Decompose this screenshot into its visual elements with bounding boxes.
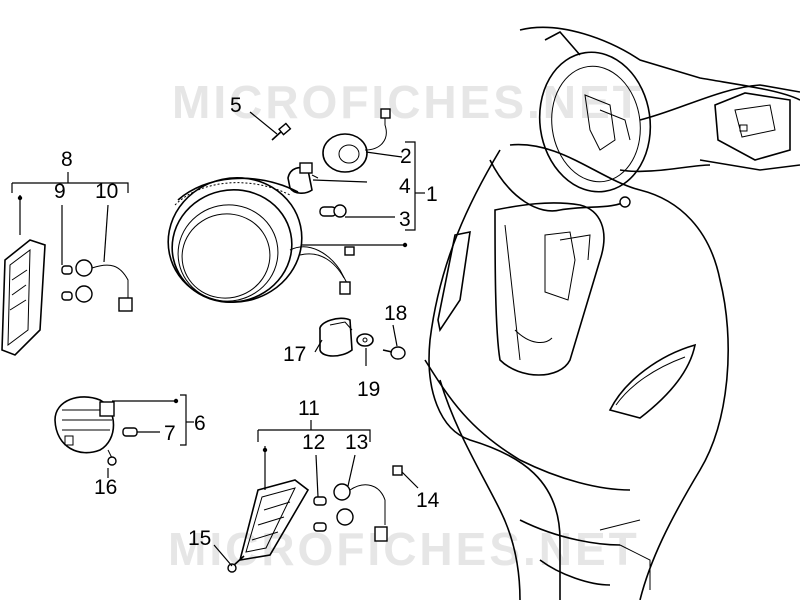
scooter-front-body [424,26,800,600]
callout-16: 16 [94,476,117,499]
screw-5 [271,122,292,141]
side-reflector-lamp [54,396,138,466]
left-turn-signal [1,239,133,356]
screw-18 [382,346,406,360]
headlamp-assembly [167,176,355,304]
callout-7: 7 [164,422,176,445]
right-turn-signal [238,465,403,561]
callout-18: 18 [384,302,407,325]
callout-1: 1 [426,183,438,206]
leader-lines [11,111,425,567]
watermark-top: MICROFICHES.NET [172,76,644,128]
callout-19: 19 [357,378,380,401]
mounting-bracket [319,317,353,357]
callout-6: 6 [194,412,206,435]
washer [356,333,374,347]
callout-3: 3 [399,208,411,231]
callout-labels: 1 2 3 4 5 6 7 8 9 10 11 12 13 14 15 16 1… [54,94,440,550]
callout-8: 8 [61,148,73,171]
callout-15: 15 [188,527,211,550]
callout-13: 13 [345,431,368,454]
callout-10: 10 [95,180,118,203]
parking-bulb [319,204,347,218]
headlamp-bulb [287,162,319,194]
callout-9: 9 [54,180,66,203]
dust-cover [322,108,391,173]
callout-11: 11 [298,397,320,420]
callout-17: 17 [283,343,306,366]
callout-4: 4 [399,175,411,198]
screw-15 [227,555,245,573]
callout-14: 14 [416,489,440,512]
watermark-bottom: MICROFICHES.NET [168,523,640,575]
callout-12: 12 [302,431,325,454]
callout-5: 5 [230,94,242,117]
callout-2: 2 [400,145,412,168]
